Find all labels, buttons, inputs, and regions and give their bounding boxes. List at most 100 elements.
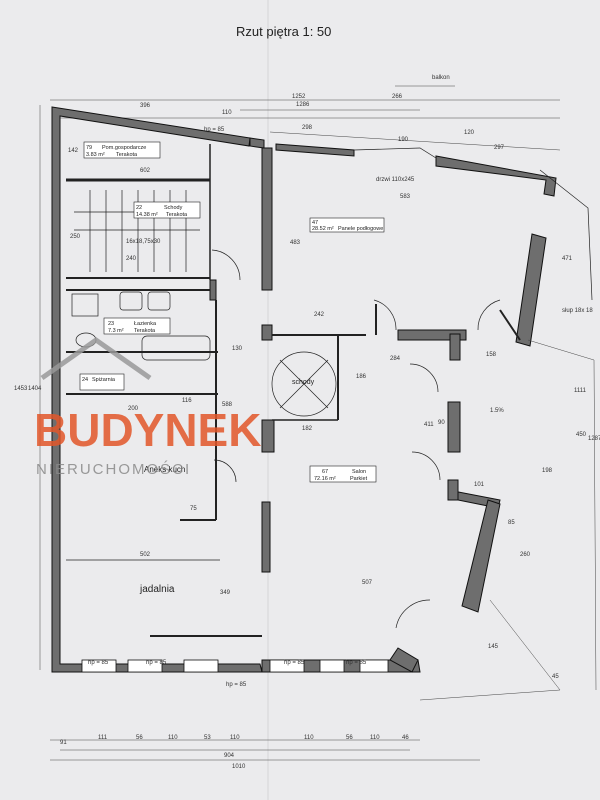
balcony-label: balkon [432, 75, 450, 81]
svg-text:45: 45 [552, 674, 559, 680]
svg-text:145: 145 [488, 644, 499, 650]
svg-text:1287: 1287 [588, 436, 600, 442]
wall-kitchen-jamb [209, 279, 217, 301]
svg-text:3.83 m²: 3.83 m² [86, 152, 105, 158]
kitchenette-label: Aneks kuch [144, 465, 185, 474]
plan-title: Rzut piętra 1: 50 [236, 24, 331, 39]
wall-right-pier [447, 401, 461, 453]
svg-text:85: 85 [508, 520, 515, 526]
dim-bottom-110c: 110 [304, 735, 314, 741]
hp-label-top: hp = 85 [204, 127, 225, 133]
washbasin-left [119, 291, 143, 311]
wall-salon-pier [261, 419, 275, 453]
svg-text:47: 47 [312, 220, 318, 226]
dim-bottom-56a: 56 [136, 735, 143, 741]
svg-text:79: 79 [86, 145, 92, 151]
wall-top-middle [275, 143, 355, 157]
svg-text:Parkiet: Parkiet [350, 476, 368, 482]
svg-text:411: 411 [424, 422, 434, 428]
svg-text:28.52 m²: 28.52 m² [312, 226, 334, 232]
dim-left-250: 250 [70, 234, 81, 240]
svg-text:198: 198 [542, 468, 553, 474]
svg-text:101: 101 [474, 482, 485, 488]
hp-label-3: hp = 85 [226, 682, 247, 688]
slope-label: 1.5% [490, 408, 504, 414]
bottom-dimension-chain: 91 111 56 110 53 110 110 56 110 46 904 1… [50, 735, 480, 770]
svg-text:284: 284 [390, 356, 401, 362]
wall-top-right [435, 155, 557, 197]
hp-label-5: hp = 85 [346, 660, 367, 666]
dim-left-1404: 1404 [28, 386, 42, 392]
svg-text:130: 130 [232, 346, 243, 352]
svg-text:483: 483 [290, 240, 301, 246]
budynek-logo: BUDYNEK NIERUCHOMOŚCI [34, 336, 261, 478]
hp-label-2: hp = 85 [146, 660, 167, 666]
logo-brand: BUDYNEK [34, 404, 261, 456]
dim-left-142: 142 [68, 148, 79, 154]
room-67-label: 67 Salon 72.16 m² Parkiet [309, 465, 377, 483]
wall-inner-stub [261, 324, 273, 341]
svg-text:Terakota: Terakota [166, 212, 188, 218]
wall-right-upper [515, 233, 547, 347]
svg-text:242: 242 [314, 312, 325, 318]
bathroom-fixtures [71, 291, 211, 361]
svg-text:240: 240 [126, 256, 137, 262]
dim-top-1252: 1252 [292, 94, 306, 100]
door-swings [211, 249, 501, 629]
dim-bottom-110a: 110 [168, 735, 178, 741]
dim-bottom-46: 46 [402, 735, 409, 741]
svg-text:90: 90 [438, 420, 445, 426]
svg-text:Terakota: Terakota [134, 328, 156, 334]
column-label: słup 18x 18 [562, 308, 593, 314]
dim-top-297: 297 [494, 145, 505, 151]
room-23-label: 23 Łazienka 7.3 m² Terakota [103, 317, 171, 335]
interior-partitions [66, 144, 521, 637]
logo-subtitle: NIERUCHOMOŚCI [36, 460, 191, 478]
inner-dimensions: 240 483 242 284 158 186 182 411 90 101 5… [126, 194, 600, 680]
svg-text:14.38 m²: 14.38 m² [136, 212, 158, 218]
dim-left-1453: 1453 [14, 386, 28, 392]
svg-text:Spiżarnia: Spiżarnia [92, 377, 116, 383]
svg-text:Terakota: Terakota [116, 152, 138, 158]
svg-text:75: 75 [190, 506, 197, 512]
dim-602: 602 [140, 168, 151, 174]
bathtub [141, 335, 211, 361]
wall-bottom-corner [389, 647, 419, 673]
dim-top-266: 266 [392, 94, 403, 100]
logo-roof-icon [40, 336, 152, 381]
svg-text:588: 588 [222, 402, 233, 408]
balcony [353, 147, 597, 701]
svg-text:Pom.gospodarcze: Pom.gospodarcze [102, 145, 146, 151]
svg-text:72.16 m²: 72.16 m² [314, 476, 336, 482]
wall-salon-column [261, 501, 271, 573]
top-dimension-chain: 396 110 1252 1286 266 298 190 120 297 60… [50, 75, 561, 174]
dim-bottom-1010: 1010 [232, 764, 246, 770]
dim-top-120: 120 [464, 130, 475, 136]
dim-bottom-53: 53 [204, 735, 211, 741]
svg-text:450: 450 [576, 432, 587, 438]
sill-height-labels: hp = 85 hp = 85 hp = 85 hp = 85 hp = 85 … [88, 127, 367, 688]
dim-top-110: 110 [222, 110, 232, 116]
dining-room-label: jadalnia [139, 584, 175, 595]
svg-text:158: 158 [486, 352, 497, 358]
svg-text:583: 583 [400, 194, 411, 200]
svg-text:1111: 1111 [574, 388, 587, 394]
svg-text:507: 507 [362, 580, 373, 586]
svg-text:22: 22 [136, 205, 142, 211]
svg-text:Schody: Schody [164, 205, 183, 211]
bottom-windows [81, 659, 389, 673]
dim-bottom-91: 91 [60, 740, 67, 746]
wall-beam-post [449, 333, 461, 361]
svg-text:182: 182 [302, 426, 313, 432]
wall-right-beam [397, 329, 467, 341]
svg-text:Panele podłogowe: Panele podłogowe [338, 226, 383, 232]
room-47-label: 47 28.52 m² Panele podłogowe [309, 217, 385, 233]
dim-bottom-111: 111 [98, 735, 108, 741]
svg-text:349: 349 [220, 590, 231, 596]
stairwell-symbol [271, 351, 337, 417]
dim-top-1286: 1286 [296, 102, 310, 108]
svg-text:7.3 m²: 7.3 m² [108, 328, 124, 334]
dim-top-298: 298 [302, 125, 313, 131]
